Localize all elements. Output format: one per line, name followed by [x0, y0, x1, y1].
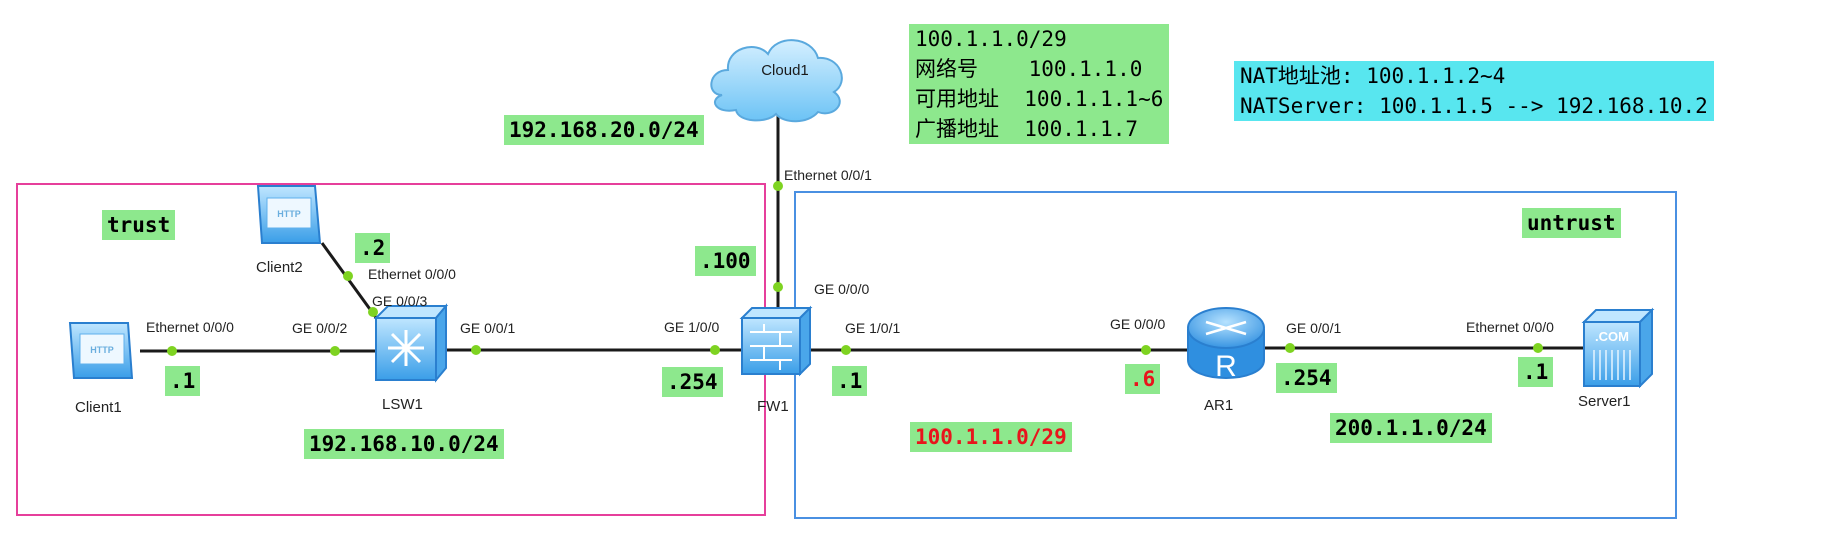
host-id-fw1-outside: .1	[832, 366, 868, 396]
server1-name: Server1	[1578, 393, 1631, 410]
network-trust-lan: 192.168.10.0/24	[304, 429, 504, 459]
port-dots	[167, 181, 1543, 356]
port-label-fw1-ge101: GE 1/0/1	[845, 320, 901, 336]
port-dot-fw1-ge100	[710, 345, 720, 355]
lsw1-switch-icon[interactable]	[373, 303, 449, 383]
fw1-name: FW1	[757, 398, 789, 415]
untrust-zone-label: untrust	[1522, 208, 1621, 238]
client2-http-text: HTTP	[277, 209, 301, 219]
client1-icon[interactable]: HTTP	[68, 322, 134, 379]
host-id-fw1-cloud: .100	[695, 246, 756, 276]
nat-info-box: NAT地址池: 100.1.1.2~4 NATServer: 100.1.1.5…	[1234, 61, 1714, 121]
client2-icon[interactable]: HTTP	[256, 185, 322, 244]
client1-http-text: HTTP	[90, 345, 114, 355]
nat-info-line: NATServer: 100.1.1.5 --> 192.168.10.2	[1240, 94, 1708, 118]
ar1-name: AR1	[1204, 397, 1234, 414]
port-label-lsw1-ge002: GE 0/0/2	[292, 320, 348, 336]
subnet-info-line: 网络号 100.1.1.0	[915, 57, 1143, 81]
port-dot-server1	[1533, 343, 1543, 353]
port-label-server1-eth: Ethernet 0/0/0	[1466, 319, 1554, 335]
trust-zone-label: trust	[102, 210, 176, 240]
port-dot-lsw1-ge001	[471, 345, 481, 355]
port-label-fw1-ge000: GE 0/0/0	[814, 281, 870, 297]
subnet-info-line: 100.1.1.0/29	[915, 27, 1067, 51]
port-dot-client1	[167, 346, 177, 356]
host-id-ar1-outside: .254	[1276, 363, 1337, 393]
port-label-client2-eth: Ethernet 0/0/0	[368, 266, 456, 282]
nat-info-line: NAT地址池: 100.1.1.2~4	[1240, 64, 1506, 88]
port-dot-lsw1-ge002	[330, 346, 340, 356]
host-id-client1: .1	[165, 366, 201, 396]
port-dot-fw1-ge000	[773, 282, 783, 292]
fw1-firewall-icon[interactable]	[739, 305, 813, 377]
network-cloud: 192.168.20.0/24	[504, 115, 704, 145]
lsw1-name: LSW1	[382, 396, 423, 413]
port-label-fw1-ge100: GE 1/0/0	[664, 319, 720, 335]
port-label-ar1-ge000: GE 0/0/0	[1110, 316, 1166, 332]
cloud1-label: Cloud1	[761, 62, 809, 79]
port-dot-ar1-ge000	[1141, 345, 1151, 355]
port-dot-cloud1	[773, 181, 783, 191]
host-id-server1: .1	[1518, 357, 1554, 387]
server1-com-text: .COM	[1595, 329, 1629, 344]
network-public-link: 100.1.1.0/29	[910, 422, 1072, 452]
host-id-client2: .2	[355, 233, 391, 263]
server1-icon[interactable]: .COM	[1581, 307, 1655, 389]
ar1-router-icon[interactable]: R	[1187, 307, 1265, 383]
subnet-info-line: 可用地址 100.1.1.1~6	[915, 87, 1164, 111]
host-id-fw1-inside: .254	[662, 367, 723, 397]
port-dot-lsw1-ge003	[368, 307, 378, 317]
port-dot-client2	[343, 271, 353, 281]
port-label-lsw1-ge003: GE 0/0/3	[372, 293, 428, 309]
subnet-info-line: 广播地址 100.1.1.7	[915, 117, 1139, 141]
port-dot-fw1-ge101	[841, 345, 851, 355]
port-label-client1-eth: Ethernet 0/0/0	[146, 319, 234, 335]
port-label-lsw1-ge001: GE 0/0/1	[460, 320, 516, 336]
ar1-router-glyph: R	[1215, 350, 1237, 383]
host-id-ar1-inside: .6	[1125, 364, 1161, 394]
cloud1-icon[interactable]: Cloud1	[710, 39, 843, 123]
client2-name: Client2	[256, 259, 303, 276]
subnet-info-box: 100.1.1.0/29 网络号 100.1.1.0 可用地址 100.1.1.…	[909, 24, 1170, 144]
network-server: 200.1.1.0/24	[1330, 413, 1492, 443]
client1-name: Client1	[75, 399, 122, 416]
port-label-cloud1-eth: Ethernet 0/0/1	[784, 167, 872, 183]
port-dot-ar1-ge001	[1285, 343, 1295, 353]
links	[140, 110, 1595, 353]
port-label-ar1-ge001: GE 0/0/1	[1286, 320, 1342, 336]
